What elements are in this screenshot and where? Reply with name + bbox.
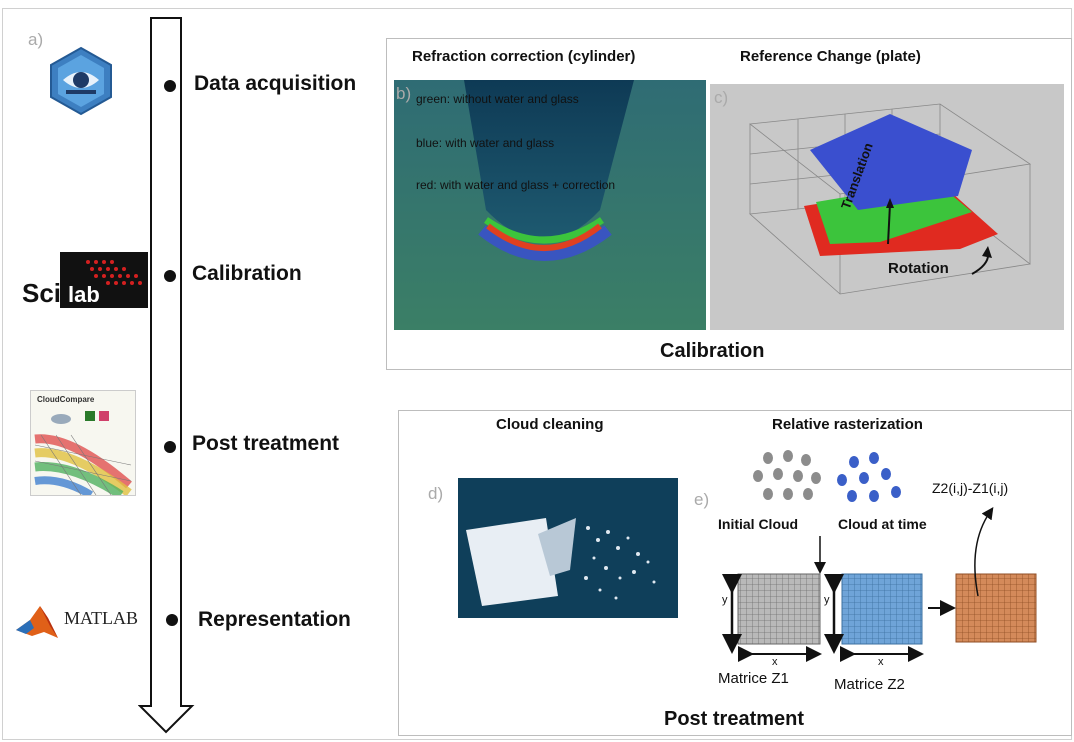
legend-blue: blue: with water and glass [416, 136, 555, 150]
scilab-logo: Sci lab [22, 252, 150, 312]
refraction-heading: Refraction correction (cylinder) [412, 48, 636, 65]
stage-post-treatment: Post treatment [192, 432, 340, 455]
scilab-text-lab: lab [68, 282, 100, 307]
rasterization-heading: Relative rasterization [772, 416, 923, 433]
axis-x-label-1: x [772, 656, 778, 668]
sensor-icon [46, 46, 116, 121]
legend-red: red: with water and glass + correction [416, 178, 616, 192]
reference-plot: c) Translation Rotation [710, 84, 1064, 330]
panel-label-b: b) [396, 84, 412, 103]
formula-label: Z2(i,j)-Z1(i,j) [932, 480, 1009, 496]
cloud-cleaning-image [458, 478, 678, 618]
panel-label-a: a) [28, 30, 44, 49]
refraction-image: b) green: without water and glass blue: … [394, 80, 706, 330]
timeline-arrow [137, 16, 198, 741]
scilab-text-sci: Sci [22, 278, 62, 308]
cloudcompare-logo: CloudCompare [30, 390, 136, 496]
panel-label-c: c) [714, 88, 729, 107]
figure-frame [2, 8, 1072, 740]
calibration-title: Calibration [660, 340, 765, 362]
timeline-dot-1 [164, 80, 176, 92]
cloudcompare-text: CloudCompare [37, 395, 95, 404]
initial-cloud-dots [748, 450, 824, 511]
stage-data-acquisition: Data acquisition [194, 72, 357, 95]
stage-calibration: Calibration [192, 262, 302, 285]
matlab-logo: MATLAB [14, 598, 154, 642]
timeline-dot-2 [164, 270, 176, 282]
stage-representation: Representation [198, 608, 351, 631]
cloud-cleaning-heading: Cloud cleaning [496, 416, 604, 433]
initial-cloud-label: Initial Cloud [718, 516, 799, 532]
timeline-dot-4 [166, 614, 178, 626]
panel-label-d: d) [428, 484, 444, 503]
axis-y-label-1: y [722, 594, 728, 606]
rotation-label: Rotation [888, 260, 949, 277]
matrix-z1-label: Matrice Z1 [718, 670, 789, 687]
axis-y-label-2: y [824, 594, 830, 606]
matlab-text: MATLAB [64, 608, 139, 628]
panel-label-e: e) [694, 490, 710, 509]
rasterization-diagram [716, 494, 1056, 689]
cloud-at-time-label: Cloud at time [838, 516, 927, 532]
post-treatment-title: Post treatment [664, 708, 805, 730]
matrix-z2-label: Matrice Z2 [834, 676, 905, 693]
reference-heading: Reference Change (plate) [740, 48, 921, 65]
cloud-at-time-dots [830, 452, 910, 513]
axis-x-label-2: x [878, 656, 884, 668]
timeline-dot-3 [164, 441, 176, 453]
post-treatment-box [398, 410, 1072, 736]
legend-green: green: without water and glass [416, 92, 579, 106]
